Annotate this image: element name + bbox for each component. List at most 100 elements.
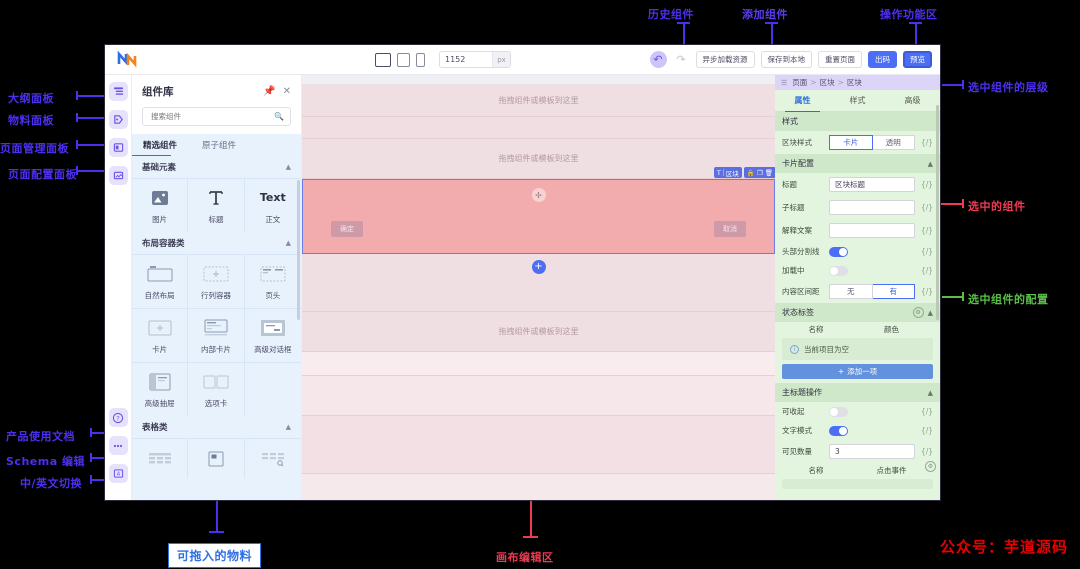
description-input[interactable] bbox=[829, 223, 915, 238]
block-tag[interactable]: T 区块 bbox=[713, 167, 742, 178]
block-style-segment[interactable]: 卡片 透明 bbox=[829, 135, 915, 150]
selected-block[interactable]: ✢ 确定 取消 bbox=[302, 179, 775, 254]
material-item[interactable]: 图片 bbox=[132, 178, 189, 232]
segment-option-card[interactable]: 卡片 bbox=[829, 135, 873, 150]
preview-button[interactable]: 预览 bbox=[903, 51, 932, 68]
canvas-width-input[interactable] bbox=[440, 52, 492, 67]
library-scrollbar[interactable] bbox=[297, 180, 300, 320]
content-spacing-segment[interactable]: 无 有 bbox=[829, 284, 915, 299]
canvas-width-field[interactable]: px bbox=[439, 51, 511, 68]
tab-attributes[interactable]: 属性 bbox=[775, 90, 830, 112]
tablet-icon[interactable] bbox=[397, 52, 410, 67]
material-item[interactable] bbox=[132, 438, 189, 478]
breadcrumb-item-page[interactable]: 页面 bbox=[792, 78, 808, 87]
reset-page-button[interactable]: 重置页面 bbox=[818, 51, 862, 68]
binding-code-icon[interactable]: {/} bbox=[920, 180, 933, 189]
desktop-icon[interactable] bbox=[375, 52, 391, 67]
group-header-basic[interactable]: 基础元素 ▲ bbox=[132, 156, 301, 178]
pages-icon[interactable] bbox=[108, 138, 128, 157]
group-header-table[interactable]: 表格类 ▲ bbox=[132, 416, 301, 438]
segment-option-yes[interactable]: 有 bbox=[872, 284, 915, 299]
section-header-title-actions[interactable]: 主标题操作 ▲ bbox=[775, 383, 940, 402]
drag-handle-icon[interactable]: ✢ bbox=[531, 188, 546, 202]
collapsible-toggle[interactable] bbox=[829, 406, 848, 417]
binding-code-icon[interactable]: {/} bbox=[920, 426, 933, 435]
header-divider-toggle[interactable] bbox=[829, 246, 848, 257]
logo-icon[interactable] bbox=[117, 50, 137, 69]
settings-circle-icon[interactable]: ⚙ bbox=[925, 461, 936, 472]
delete-icon[interactable]: 🗑 bbox=[764, 168, 773, 177]
breadcrumb-item-block-1[interactable]: 区块 bbox=[819, 78, 835, 87]
material-item[interactable]: 页头 bbox=[244, 254, 301, 308]
material-item[interactable] bbox=[244, 438, 301, 478]
binding-code-icon[interactable]: {/} bbox=[920, 407, 933, 416]
binding-code-icon[interactable]: {/} bbox=[920, 203, 933, 212]
dropzone[interactable]: 拖拽组件或模板到这里 bbox=[302, 312, 775, 352]
material-item[interactable]: 高级对话框 bbox=[244, 308, 301, 362]
material-item[interactable]: 内部卡片 bbox=[188, 308, 245, 362]
text-mode-toggle[interactable] bbox=[829, 425, 848, 436]
search-field[interactable]: 🔍 bbox=[142, 107, 291, 126]
outline-icon[interactable] bbox=[108, 82, 128, 101]
dropzone-empty[interactable] bbox=[302, 117, 775, 139]
binding-code-icon[interactable]: {/} bbox=[920, 287, 933, 296]
cancel-button[interactable]: 取消 bbox=[714, 221, 746, 237]
material-item[interactable]: 自然布局 bbox=[132, 254, 189, 308]
dropzone-with-add[interactable]: + bbox=[302, 254, 775, 312]
copy-icon[interactable]: ❐ bbox=[756, 168, 763, 177]
tab-styles[interactable]: 样式 bbox=[849, 96, 866, 105]
material-item[interactable]: Text 正文 bbox=[244, 178, 301, 232]
dropzone-empty[interactable] bbox=[302, 352, 775, 376]
more-dots-icon[interactable] bbox=[108, 436, 128, 455]
material-item[interactable] bbox=[188, 438, 245, 478]
settings-circle-icon[interactable]: ⚙ bbox=[912, 307, 924, 318]
lock-icon[interactable]: 🔒 bbox=[746, 168, 755, 177]
group-header-layout[interactable]: 布局容器类 ▲ bbox=[132, 232, 301, 254]
save-local-button[interactable]: 保存到本地 bbox=[760, 51, 812, 68]
add-item-button[interactable]: + 添加一项 bbox=[782, 364, 933, 379]
breadcrumb-item-block-2[interactable]: 区块 bbox=[846, 78, 862, 87]
binding-code-icon[interactable]: {/} bbox=[920, 266, 933, 275]
confirm-button[interactable]: 确定 bbox=[331, 221, 363, 237]
dropzone-empty-3[interactable] bbox=[302, 416, 775, 474]
search-input[interactable] bbox=[149, 111, 275, 122]
material-item[interactable]: 行列容器 bbox=[188, 254, 245, 308]
segment-option-none[interactable]: 无 bbox=[829, 284, 873, 299]
subtitle-input[interactable] bbox=[829, 200, 915, 215]
visible-count-input[interactable]: 3 bbox=[829, 444, 915, 459]
redo-icon[interactable]: ↷ bbox=[676, 53, 686, 66]
plus-icon[interactable]: + bbox=[531, 260, 546, 274]
binding-code-icon[interactable]: {/} bbox=[920, 447, 933, 456]
async-load-button[interactable]: 异步加载资源 bbox=[695, 51, 755, 68]
material-item[interactable]: 标题 bbox=[188, 178, 245, 232]
dropzone[interactable]: 拖拽组件或模板到这里 bbox=[302, 139, 775, 179]
help-circle-icon[interactable]: ? bbox=[108, 408, 128, 427]
dropzone[interactable]: 拖拽组件或模板到这里 bbox=[302, 84, 775, 117]
title-input[interactable]: 区块标题 bbox=[829, 177, 915, 192]
material-item[interactable]: 选项卡 bbox=[188, 362, 245, 416]
mobile-icon[interactable] bbox=[416, 52, 425, 67]
binding-code-icon[interactable]: {/} bbox=[920, 247, 933, 256]
section-header-card-config[interactable]: 卡片配置 ▲ bbox=[775, 154, 940, 173]
canvas-editor[interactable]: 拖拽组件或模板到这里 拖拽组件或模板到这里 T 区块 🔒 ❐ 🗑 bbox=[302, 75, 775, 500]
language-icon[interactable]: A bbox=[108, 464, 128, 483]
tab-featured-components[interactable]: 精选组件 bbox=[132, 134, 177, 156]
binding-code-icon[interactable]: {/} bbox=[920, 138, 933, 147]
section-header-status-tags[interactable]: 状态标签 ⚙ ▲ bbox=[775, 303, 940, 322]
material-item[interactable]: 高级抽屉 bbox=[132, 362, 189, 416]
pin-icon[interactable]: 📌 bbox=[263, 86, 276, 97]
segment-option-transparent[interactable]: 透明 bbox=[872, 135, 915, 150]
properties-scrollbar[interactable] bbox=[936, 105, 939, 320]
material-icon[interactable] bbox=[108, 110, 128, 129]
loading-toggle[interactable] bbox=[829, 265, 848, 276]
tab-advanced[interactable]: 高级 bbox=[904, 96, 921, 105]
binding-code-icon[interactable]: {/} bbox=[920, 226, 933, 235]
page-config-icon[interactable] bbox=[108, 166, 128, 185]
material-item[interactable]: 卡片 bbox=[132, 308, 189, 362]
dropzone-empty-2[interactable] bbox=[302, 376, 775, 416]
close-icon[interactable]: ✕ bbox=[282, 86, 291, 97]
dropzone-empty-4[interactable] bbox=[302, 474, 775, 500]
export-code-button[interactable]: 出码 bbox=[868, 51, 897, 68]
tab-atomic-components[interactable]: 原子组件 bbox=[202, 141, 237, 151]
undo-icon[interactable]: ↶ bbox=[649, 51, 667, 68]
